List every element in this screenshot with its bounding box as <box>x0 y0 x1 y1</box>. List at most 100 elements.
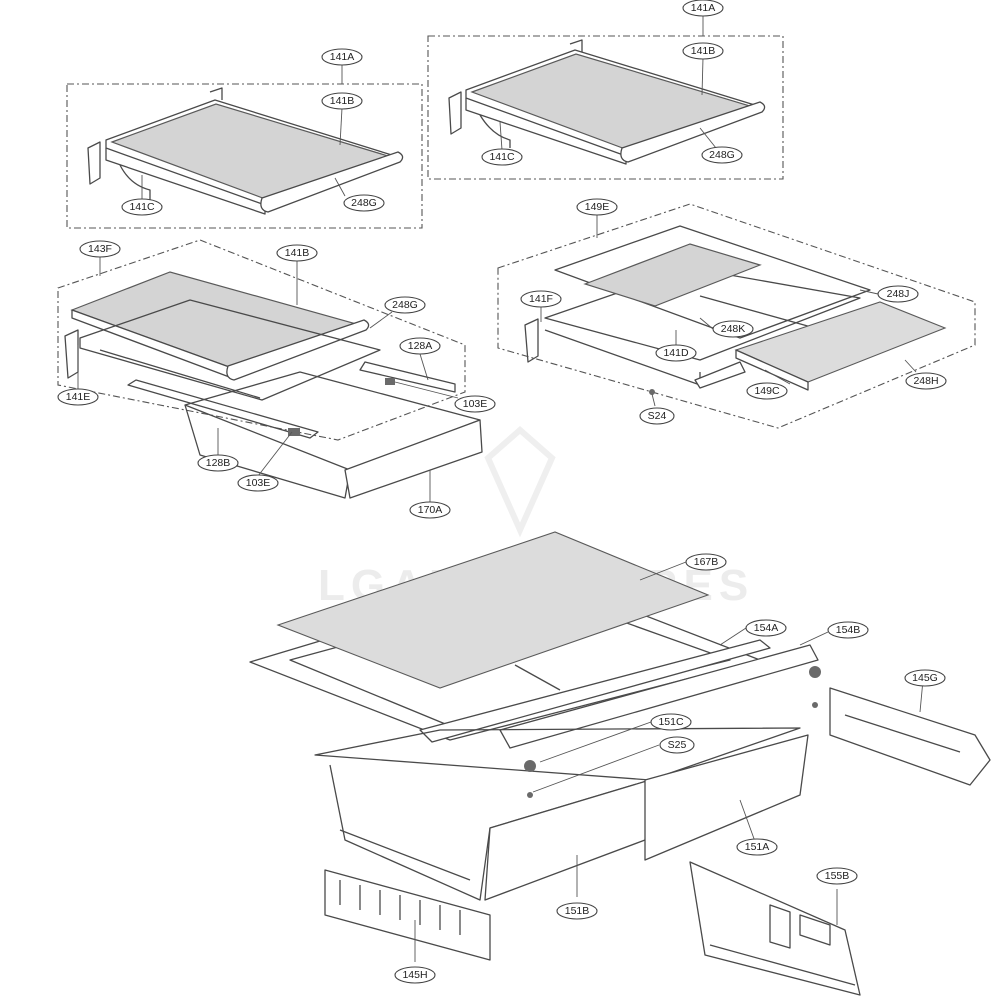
svg-text:145G: 145G <box>912 672 938 684</box>
svg-text:143F: 143F <box>88 243 112 255</box>
split-shelf-bracket <box>524 318 539 363</box>
callout-248G-mid: 248G <box>384 296 426 314</box>
svg-text:103E: 103E <box>463 398 488 410</box>
callout-141D: 141D <box>655 344 697 362</box>
front-trim-248G-left <box>260 151 404 213</box>
leader-lines <box>77 14 924 962</box>
callout-167B: 167B <box>685 553 727 571</box>
svg-text:141A: 141A <box>691 2 716 14</box>
back-panel-155B <box>689 861 861 996</box>
svg-text:154A: 154A <box>754 622 779 634</box>
callout-141B-left: 141B <box>321 92 363 110</box>
callout-151B: 151B <box>556 902 598 920</box>
callout-141C-left: 141C <box>121 198 163 216</box>
callout-248G-right: 248G <box>701 146 743 164</box>
callout-248H: 248H <box>905 372 947 390</box>
callout-141F: 141F <box>520 290 562 308</box>
split-shelf-top-frame-248J <box>554 225 871 339</box>
svg-text:103E: 103E <box>246 477 271 489</box>
glass-panel-248H-edge <box>735 349 809 391</box>
glass-cover-167B <box>276 531 710 689</box>
drawer-front-170A <box>344 419 483 499</box>
callout-149E: 149E <box>576 198 618 216</box>
shelf-assembly-right <box>427 35 784 180</box>
shelf-hook-right <box>569 39 583 52</box>
side-rail-145H-teeth <box>339 880 461 935</box>
front-trim-248G-right <box>620 101 766 163</box>
shelf-assembly-left <box>66 83 423 229</box>
shelf-drawer-assembly <box>57 239 483 499</box>
callout-145H: 145H <box>394 966 436 984</box>
svg-text:248G: 248G <box>709 149 735 161</box>
screw-S24-icon <box>649 389 655 395</box>
svg-text:248G: 248G <box>392 299 418 311</box>
callout-154A: 154A <box>745 619 787 637</box>
svg-text:141B: 141B <box>330 95 355 107</box>
svg-text:154B: 154B <box>836 624 861 636</box>
crisper-cover-divider <box>514 664 561 691</box>
drawer-frame-bar <box>99 349 261 399</box>
shelf-arm-right <box>479 114 511 148</box>
svg-text:141F: 141F <box>529 293 553 305</box>
crisper-bin-front-151B <box>484 779 651 901</box>
callout-128A: 128A <box>399 337 441 355</box>
callout-248K: 248K <box>712 320 754 338</box>
svg-text:128A: 128A <box>408 340 433 352</box>
svg-text:149E: 149E <box>585 201 610 213</box>
svg-text:141A: 141A <box>330 51 355 63</box>
svg-text:141B: 141B <box>285 247 310 259</box>
crisper-assembly <box>249 531 991 996</box>
crisper-bin-ridge <box>339 829 471 881</box>
svg-text:S24: S24 <box>648 410 667 422</box>
crisper-bin-top <box>314 727 801 781</box>
svg-text:170A: 170A <box>418 504 443 516</box>
screw-right-icon <box>812 702 818 708</box>
svg-text:151A: 151A <box>745 841 770 853</box>
screw-S25-icon <box>527 792 533 798</box>
bracket-right-icon <box>809 666 821 678</box>
svg-text:248K: 248K <box>721 323 746 335</box>
callout-145G: 145G <box>904 669 946 687</box>
split-shelf-assembly <box>497 203 976 429</box>
drawer-shelf-bracket <box>64 329 79 379</box>
back-panel-155B-base <box>709 944 856 986</box>
callout-141E: 141E <box>57 388 99 406</box>
callout-103E-right: 103E <box>454 395 496 413</box>
callout-155B: 155B <box>816 867 858 885</box>
svg-text:149C: 149C <box>754 385 780 397</box>
callout-141B-right: 141B <box>682 42 724 60</box>
callout-151A: 151A <box>736 838 778 856</box>
group-boundary-149E <box>497 203 976 429</box>
callout-143F: 143F <box>79 240 121 258</box>
callout-141B-mid: 141B <box>276 244 318 262</box>
svg-text:141B: 141B <box>691 45 716 57</box>
group-boundary-141A-left <box>66 83 423 229</box>
svg-text:145H: 145H <box>402 969 427 981</box>
svg-text:151B: 151B <box>565 905 590 917</box>
back-panel-155B-cutouts <box>769 904 831 949</box>
svg-text:S25: S25 <box>668 739 687 751</box>
clip-103E-right <box>385 378 395 385</box>
svg-text:151C: 151C <box>658 716 684 728</box>
shelf-bracket-left <box>87 141 101 185</box>
svg-text:155B: 155B <box>825 870 850 882</box>
callout-170A: 170A <box>409 501 451 519</box>
svg-text:141C: 141C <box>489 151 515 163</box>
callout-S25: S25 <box>659 736 695 754</box>
rail-154A <box>419 639 771 743</box>
watermark-logo-icon <box>484 426 556 538</box>
front-piece-149C <box>694 361 746 389</box>
callout-128B: 128B <box>197 454 239 472</box>
callout-labels: 141A 141B 141C 248G 141A 141B 141C 248G … <box>57 0 947 984</box>
side-rail-145H <box>324 869 491 961</box>
callout-248J: 248J <box>877 285 919 303</box>
callout-103E-bottom: 103E <box>237 474 279 492</box>
glass-panel-248J <box>583 243 762 307</box>
shelf-arm-left <box>119 164 151 200</box>
svg-text:248G: 248G <box>351 197 377 209</box>
svg-text:141D: 141D <box>663 347 689 359</box>
callout-S24: S24 <box>639 407 675 425</box>
svg-text:248H: 248H <box>913 375 938 387</box>
svg-text:141E: 141E <box>66 391 91 403</box>
